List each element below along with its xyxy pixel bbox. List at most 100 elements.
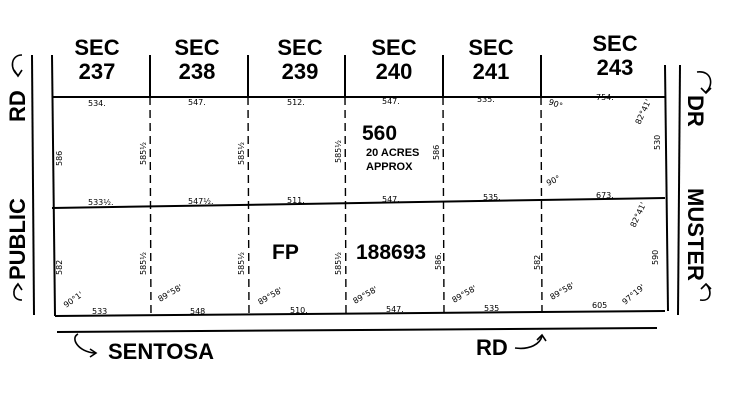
fp-number: 188693	[356, 241, 426, 264]
middle-boundary-line	[51, 197, 666, 209]
lot-divider-2	[247, 96, 250, 316]
section-238-label: SEC	[174, 35, 219, 60]
road-arrows	[11, 54, 712, 358]
muster-dr-name-label: MUSTER	[683, 188, 708, 281]
muster-dr-edge	[677, 64, 681, 316]
section-241-label: SEC	[468, 35, 513, 60]
section-239-label: SEC	[277, 35, 322, 60]
section-241-number: 241	[473, 59, 510, 84]
section-237-number: 237	[79, 59, 116, 84]
top-dim-5: 535.	[477, 95, 495, 104]
sentosa-rd-arrow-left	[74, 333, 96, 354]
angle-lower-5: 89°58'	[352, 285, 380, 306]
bottom-dim-1: 533	[92, 307, 107, 316]
upper-side-dim-5: 586	[432, 145, 441, 160]
public-rd-arrowhead-bottom	[13, 282, 23, 291]
upper-side-dim-1: 586	[55, 151, 64, 166]
bottom-dim-2: 548	[190, 307, 205, 316]
top-dimensions: 534. 547. 512. 547. 535. 754.	[88, 93, 614, 108]
upper-side-dim-2: 585½	[139, 142, 148, 165]
public-rd-suffix-label: RD	[5, 90, 30, 122]
lower-side-dim-2: 585½	[139, 252, 148, 275]
section-238-number: 238	[179, 59, 216, 84]
bottom-dim-6: 605	[592, 301, 607, 310]
lower-side-dim-1: 582	[55, 260, 64, 275]
lower-side-dim-6: 582	[533, 255, 542, 270]
bottom-dim-4: 547.	[386, 305, 404, 314]
mid-dim-3: 511.	[287, 196, 305, 205]
top-dim-3: 512.	[287, 98, 305, 107]
parcel-annotations: 560 20 ACRES APPROX FP 188693	[272, 122, 426, 264]
mid-dim-1: 533½.	[88, 198, 114, 207]
sentosa-rd-arrowhead-left	[89, 348, 98, 358]
top-dim-4: 547.	[382, 97, 400, 106]
bottom-dim-3: 510.	[290, 306, 308, 315]
angle-top-2: 90°	[545, 174, 562, 188]
section-labels: SEC 237 SEC 238 SEC 239 SEC 240 SEC 241 …	[74, 31, 637, 84]
parcel-number: 560	[362, 122, 397, 145]
fp-label: FP	[272, 241, 299, 264]
middle-dimensions: 533½. 547½. 511. 547. 535. 673.	[88, 191, 614, 207]
lower-side-dim-3: 585½	[237, 252, 246, 275]
section-240-number: 240	[376, 59, 413, 84]
upper-side-dim-3: 585½	[237, 142, 246, 165]
angle-lower-6: 89°58'	[451, 284, 479, 305]
top-dim-1: 534.	[88, 99, 106, 108]
upper-side-dim-4: 585½	[334, 140, 343, 163]
parcel-approx: APPROX	[366, 161, 413, 173]
right-boundary-line	[664, 64, 669, 312]
public-rd-arrow-bottom	[13, 283, 23, 301]
sentosa-rd-edge	[56, 327, 658, 333]
angle-top-1: 90°	[547, 97, 563, 110]
lot-divider-4	[442, 96, 445, 314]
angle-lower-1: 82°41'	[629, 201, 648, 229]
bottom-dim-5: 535	[484, 304, 499, 313]
public-rd-name-label: PUBLIC	[5, 198, 30, 280]
public-rd-edge	[31, 54, 35, 316]
parcel-area: 20 ACRES	[366, 147, 419, 159]
muster-dr-arrow-top	[696, 71, 712, 93]
angle-lower-7: 89°58'	[549, 281, 577, 302]
left-boundary-line	[51, 54, 56, 317]
angle-lower-4: 89°58'	[257, 286, 285, 307]
lot-divider-3	[344, 96, 347, 315]
muster-dr-arrowhead-top	[700, 87, 712, 95]
lower-side-dimensions: 582 585½ 585½ 585½ 586. 582 590	[55, 250, 660, 275]
section-239-number: 239	[282, 59, 319, 84]
mid-dim-2: 547½.	[188, 197, 214, 206]
lot-divider-1	[149, 96, 152, 317]
angle-lower-3: 89°58'	[157, 283, 185, 304]
lot-dividers	[149, 96, 543, 317]
section-237-label: SEC	[74, 35, 119, 60]
bottom-dimensions: 533 548 510. 547. 535 605	[92, 301, 607, 316]
section-240-label: SEC	[371, 35, 416, 60]
muster-dr-suffix-label: DR	[683, 95, 708, 127]
road-edges	[31, 54, 681, 333]
sentosa-rd-arrow-right	[514, 335, 543, 350]
upper-side-dim-6: 530	[653, 135, 662, 150]
lower-side-dim-7: 590	[651, 250, 660, 265]
top-dim-6: 754.	[596, 93, 614, 102]
muster-dr-arrowhead-bottom	[700, 282, 712, 290]
section-243-label: SEC	[592, 31, 637, 56]
public-rd-arrowhead-top	[13, 69, 23, 78]
sentosa-rd-suffix-label: RD	[476, 335, 508, 360]
lot-divider-5	[540, 96, 543, 313]
road-labels: RD PUBLIC DR MUSTER SENTOSA RD	[5, 90, 708, 364]
mid-dim-5: 535.	[483, 193, 501, 202]
top-dim-2: 547.	[188, 98, 206, 107]
upper-side-dimensions: 586 585½ 585½ 585½ 586 530	[55, 135, 662, 166]
lower-side-dim-4: 585½	[334, 252, 343, 275]
sentosa-rd-arrowhead-right	[536, 333, 547, 342]
angle-lower-8: 97°19'	[621, 283, 647, 307]
mid-dim-6: 673.	[596, 191, 614, 200]
angle-top-3: 82°41'	[634, 98, 653, 126]
bottom-boundary-line	[54, 310, 666, 317]
lower-side-dim-5: 586.	[434, 252, 443, 270]
sentosa-rd-name-label: SENTOSA	[108, 339, 214, 364]
mid-dim-4: 547.	[382, 195, 400, 204]
section-243-number: 243	[597, 55, 634, 80]
parcel-boundaries	[51, 54, 669, 317]
angle-lower-2: 90°1'	[62, 290, 85, 310]
